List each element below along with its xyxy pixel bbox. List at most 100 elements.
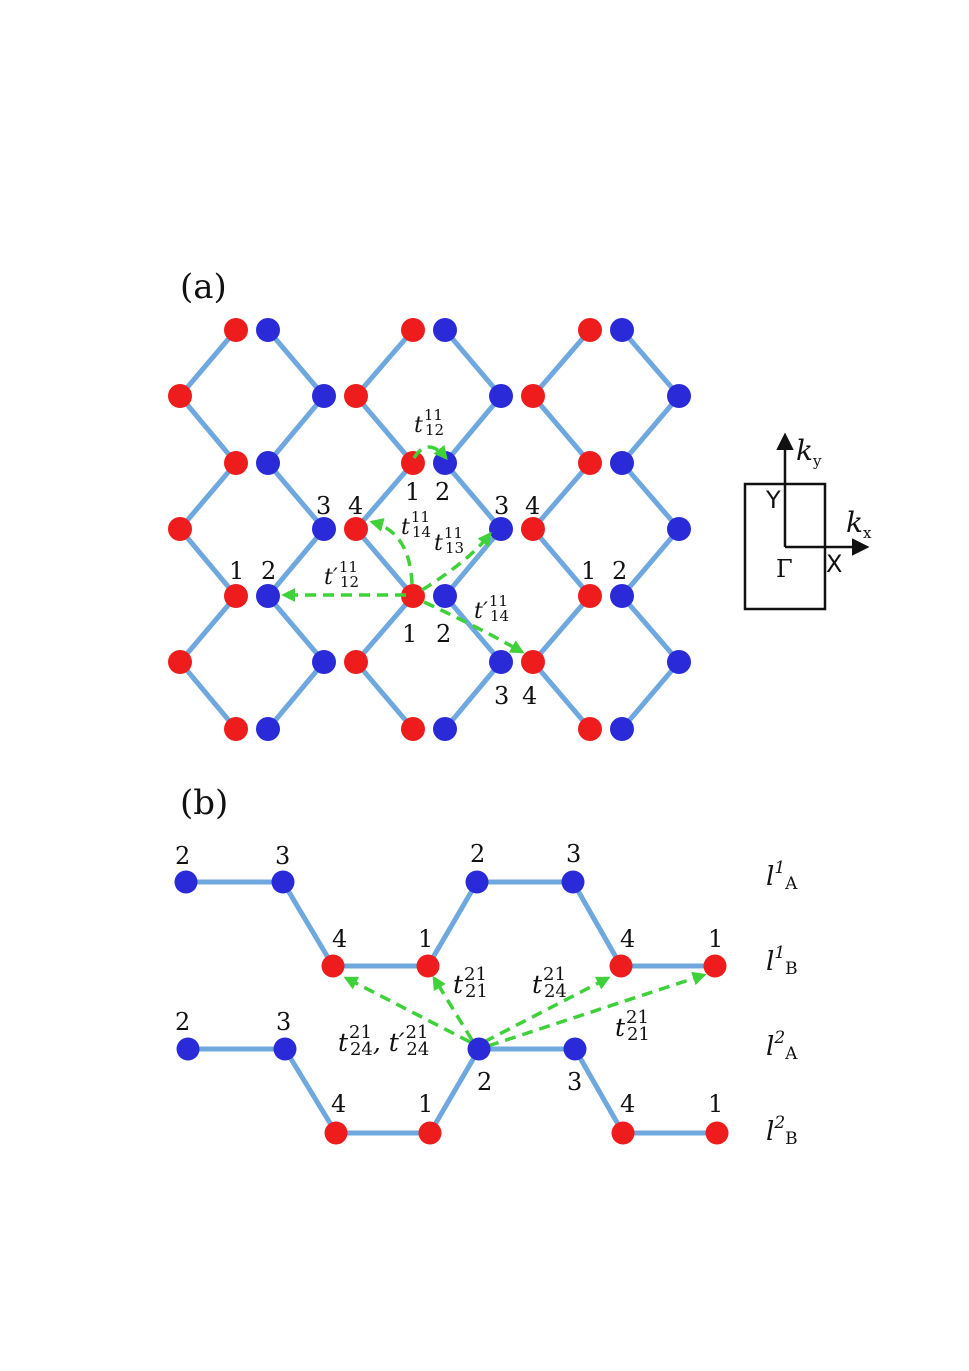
panel-b-label: (b) xyxy=(180,783,228,823)
y-point-label: Y xyxy=(765,486,781,514)
site-label: 3 xyxy=(567,1068,582,1096)
site-label: 3 xyxy=(494,492,509,520)
panel-a-bonds xyxy=(177,327,682,732)
chain-bond xyxy=(572,1046,626,1136)
red-atom xyxy=(224,584,248,608)
site-label: 4 xyxy=(332,925,347,953)
bond xyxy=(353,593,416,665)
blue-atom xyxy=(312,384,336,408)
bond xyxy=(442,659,504,732)
site-label: 4 xyxy=(620,925,635,953)
hop-arrow-t14 xyxy=(369,518,414,585)
site-label: 3 xyxy=(566,840,581,868)
bond xyxy=(265,327,327,399)
red-atom xyxy=(578,318,602,342)
blue-atom xyxy=(256,318,280,342)
bond xyxy=(353,327,416,399)
site-label: 1 xyxy=(581,557,596,585)
site-label: 2 xyxy=(612,557,627,585)
bond xyxy=(442,593,504,665)
red-atom xyxy=(703,954,727,978)
red-atom xyxy=(521,650,545,674)
bond xyxy=(442,460,504,532)
layer-label-l2b: l2B xyxy=(766,1113,798,1149)
blue-atom xyxy=(271,870,295,894)
blue-atom xyxy=(176,1037,200,1061)
site-label: 3 xyxy=(494,682,509,710)
x-point-label: X xyxy=(826,550,842,578)
bond xyxy=(619,460,682,532)
site-label: 3 xyxy=(316,492,331,520)
red-atom xyxy=(224,717,248,741)
blue-atom xyxy=(256,717,280,741)
brillouin-zone-inset: ky kx Y X Γ xyxy=(743,432,872,611)
hop-arrow-b-t21-1 xyxy=(432,975,474,1041)
bond xyxy=(530,460,593,532)
blue-atom xyxy=(610,451,634,475)
hop-arrow-t12 xyxy=(412,444,448,461)
ky-label: ky xyxy=(796,434,822,470)
red-atom xyxy=(521,384,545,408)
layer-label-l2a: l2A xyxy=(766,1028,798,1064)
blue-atom xyxy=(467,1037,491,1061)
blue-atom xyxy=(667,384,691,408)
hop-arrow-b-t24-right xyxy=(483,976,611,1044)
bond xyxy=(265,593,327,665)
site-label: 2 xyxy=(175,842,190,870)
chain-bond xyxy=(570,879,624,969)
panel-a-atoms xyxy=(168,318,691,741)
bond xyxy=(619,393,682,466)
bond xyxy=(265,393,327,466)
bond xyxy=(619,526,682,599)
red-atom xyxy=(401,318,425,342)
bond xyxy=(530,393,593,466)
site-label: 2 xyxy=(435,478,450,506)
red-atom xyxy=(401,584,425,608)
layer-label-l1a: l1A xyxy=(766,858,798,894)
panel-a-site-labels: 1 2 3 4 1 2 3 4 1 2 1 2 3 4 xyxy=(229,478,627,710)
red-atom xyxy=(705,1121,729,1145)
red-atom xyxy=(611,1121,635,1145)
site-label: 1 xyxy=(402,620,417,648)
bond xyxy=(353,393,416,466)
red-atom xyxy=(224,318,248,342)
blue-atom xyxy=(610,717,634,741)
red-atom xyxy=(168,650,192,674)
blue-atom xyxy=(312,650,336,674)
chain-bond xyxy=(282,1046,339,1136)
bond xyxy=(442,393,504,466)
red-atom xyxy=(401,717,425,741)
panel-b-bonds xyxy=(183,879,720,1136)
bond xyxy=(442,327,504,399)
bond xyxy=(177,593,239,665)
panel-a-hopping-arrows xyxy=(281,444,525,654)
red-atom xyxy=(344,517,368,541)
bond xyxy=(530,593,593,665)
red-atom xyxy=(578,584,602,608)
bond xyxy=(619,659,682,732)
bond xyxy=(177,659,239,732)
red-atom xyxy=(416,954,440,978)
bond xyxy=(177,327,239,399)
chain-bond xyxy=(280,879,336,969)
red-atom xyxy=(168,384,192,408)
bond xyxy=(177,526,239,599)
site-label: 3 xyxy=(276,1008,291,1036)
panel-a-label: (a) xyxy=(180,267,227,307)
site-label: 1 xyxy=(229,557,244,585)
red-atom xyxy=(401,451,425,475)
site-label: 4 xyxy=(348,492,363,520)
site-label: 2 xyxy=(261,557,276,585)
site-label: 1 xyxy=(708,925,723,953)
red-atom xyxy=(321,954,345,978)
red-atom xyxy=(521,517,545,541)
site-label: 1 xyxy=(418,1090,433,1118)
blue-atom xyxy=(256,584,280,608)
